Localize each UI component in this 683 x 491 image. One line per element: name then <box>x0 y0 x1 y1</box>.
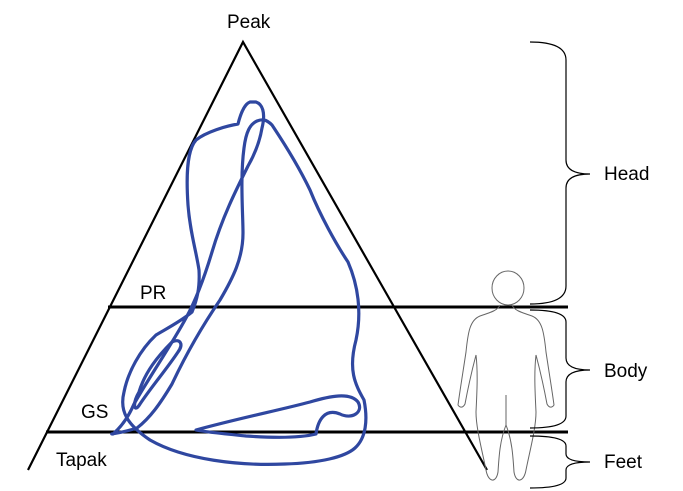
head-brace <box>530 42 590 304</box>
body-brace <box>530 310 590 428</box>
peak-label: Peak <box>227 12 271 33</box>
figure-head <box>492 271 524 305</box>
figure-body <box>458 305 554 480</box>
pr-label: PR <box>140 283 166 304</box>
feet-label: Feet <box>604 452 643 473</box>
body-label: Body <box>604 361 648 382</box>
gs-label: GS <box>81 402 108 423</box>
head-label: Head <box>604 164 649 185</box>
human-figure <box>458 271 554 480</box>
tapak-label: Tapak <box>56 450 107 471</box>
feet-brace <box>530 436 590 488</box>
